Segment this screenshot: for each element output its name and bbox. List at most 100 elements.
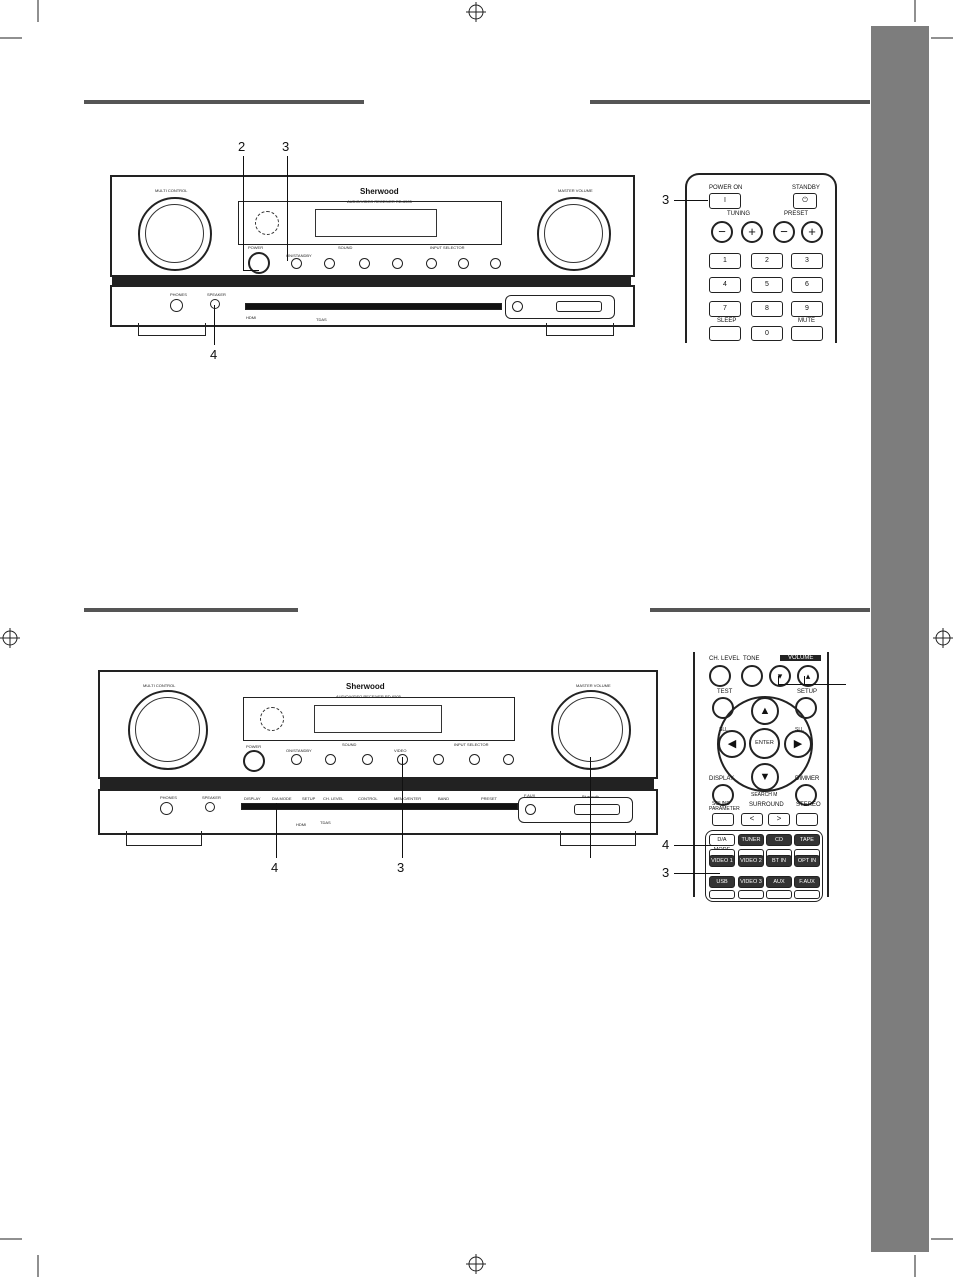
nav-down-button[interactable]: ▼ [751, 763, 779, 791]
tuning-plus-button[interactable]: + [741, 221, 763, 243]
f-aux-jack[interactable] [525, 804, 536, 815]
front-input-panel [505, 295, 615, 319]
f-aux-key[interactable] [794, 890, 820, 899]
tape-button[interactable]: TAPE [794, 834, 820, 846]
video-button[interactable] [392, 258, 403, 269]
surround-next-button[interactable]: > [768, 813, 790, 826]
phones-label: PHONES [160, 795, 177, 800]
input-button-2[interactable] [433, 754, 444, 765]
digit-5-button[interactable]: 5 [751, 277, 783, 293]
digit-9-button[interactable]: 9 [791, 301, 823, 317]
usb-port[interactable] [556, 301, 602, 312]
master-volume-knob[interactable] [551, 690, 631, 770]
setup-label: SETUP [797, 689, 818, 695]
input-selector-label: INPUT SELECTOR [430, 245, 465, 250]
speaker-button[interactable] [205, 802, 215, 812]
surround-button[interactable] [324, 258, 335, 269]
phones-jack[interactable] [170, 299, 183, 312]
usb-port[interactable] [574, 804, 620, 815]
video2-button[interactable]: VIDEO 2 [738, 855, 764, 867]
digit-7-button[interactable]: 7 [709, 301, 741, 317]
power-button[interactable] [243, 750, 265, 772]
dimmer-button[interactable] [795, 784, 817, 806]
mute-button[interactable] [791, 326, 823, 341]
leader-line [287, 156, 288, 261]
f-aux-button[interactable]: F.AUX [794, 876, 820, 888]
digit-2-button[interactable]: 2 [751, 253, 783, 269]
display-button[interactable] [712, 784, 734, 806]
tdas-logo: TDAS [316, 317, 327, 322]
on-standby-label: ON/STANDBY [286, 253, 312, 258]
input-button-2[interactable] [426, 258, 437, 269]
volume-up-button[interactable]: ▴ [797, 665, 819, 687]
digit-0-button[interactable]: 0 [751, 326, 783, 341]
preset-minus-button[interactable]: − [773, 221, 795, 243]
digit-6-button[interactable]: 6 [791, 277, 823, 293]
digit-1-button[interactable]: 1 [709, 253, 741, 269]
on-standby-button[interactable] [291, 258, 302, 269]
video3-button[interactable]: VIDEO 3 [738, 876, 764, 888]
stereo-button[interactable] [359, 258, 370, 269]
hdmi-logo: HDMI [246, 315, 257, 320]
video1-button[interactable]: VIDEO 1 [709, 855, 735, 867]
tuner-button[interactable]: TUNER [738, 834, 764, 846]
callout-4: 4 [210, 347, 218, 362]
digit-3-button[interactable]: 3 [791, 253, 823, 269]
sound-parameter-button[interactable] [712, 813, 734, 826]
surround-button[interactable] [325, 754, 336, 765]
usb-button[interactable] [503, 754, 514, 765]
nav-right-button[interactable]: ▶ [784, 730, 812, 758]
aux-button[interactable]: AUX [766, 876, 792, 888]
dvd-vid-button[interactable] [469, 754, 480, 765]
surround-prev-button[interactable]: < [741, 813, 763, 826]
master-volume-knob[interactable] [537, 197, 611, 271]
dvd-vid-button[interactable] [458, 258, 469, 269]
on-standby-button[interactable] [291, 754, 302, 765]
phones-jack[interactable] [160, 802, 173, 815]
preset-plus-button[interactable]: + [801, 221, 823, 243]
usb-button[interactable]: USB [709, 876, 735, 888]
ch-level-button[interactable] [709, 665, 731, 687]
leader-line [674, 845, 718, 846]
ir-sensor [260, 707, 284, 731]
power-button[interactable] [248, 252, 270, 274]
usb-key[interactable] [709, 890, 735, 899]
video3-key[interactable] [738, 890, 764, 899]
stereo-button[interactable] [796, 813, 818, 826]
stereo-button[interactable] [362, 754, 373, 765]
leader-line [778, 684, 846, 685]
multi-control-knob[interactable] [138, 197, 212, 271]
cd-button[interactable]: CD [766, 834, 792, 846]
callout-3: 3 [282, 139, 290, 154]
bt-in-button[interactable]: BT IN [766, 855, 792, 867]
power-on-button[interactable]: I [709, 193, 741, 209]
nav-left-button[interactable]: ◀ [718, 730, 746, 758]
speaker-button[interactable] [210, 299, 220, 309]
sound-label: SOUND [342, 742, 357, 747]
sleep-button[interactable] [709, 326, 741, 341]
usb-button[interactable] [490, 258, 501, 269]
digit-4-button[interactable]: 4 [709, 277, 741, 293]
remote-bottom: CH. LEVEL TONE VOLUME ▾ ▴ TEST SETUP ▲ ▼… [693, 652, 829, 902]
tuning-label: TUNING [727, 211, 750, 217]
volume-down-button[interactable]: ▾ [769, 665, 791, 687]
aux-key[interactable] [766, 890, 792, 899]
digit-8-button[interactable]: 8 [751, 301, 783, 317]
receiver-lower-panel [98, 789, 658, 835]
leader-line [243, 270, 259, 271]
function-button-strip[interactable] [245, 303, 502, 310]
tdas-logo: TDAS [320, 820, 331, 825]
standby-button[interactable]: ⏻ [793, 193, 817, 209]
tone-button[interactable] [741, 665, 763, 687]
fl-display [314, 705, 442, 733]
multi-control-knob[interactable] [128, 690, 208, 770]
phones-label: PHONES [170, 292, 187, 297]
mute-label: MUTE [798, 318, 815, 324]
tuning-minus-button[interactable]: − [711, 221, 733, 243]
function-button-strip[interactable] [241, 803, 518, 810]
f-aux-jack[interactable] [512, 301, 523, 312]
enter-button[interactable]: ENTER [749, 728, 780, 759]
section-rule-bottom-left [84, 608, 298, 612]
nav-up-button[interactable]: ▲ [751, 697, 779, 725]
opt-in-button[interactable]: OPT IN [794, 855, 820, 867]
